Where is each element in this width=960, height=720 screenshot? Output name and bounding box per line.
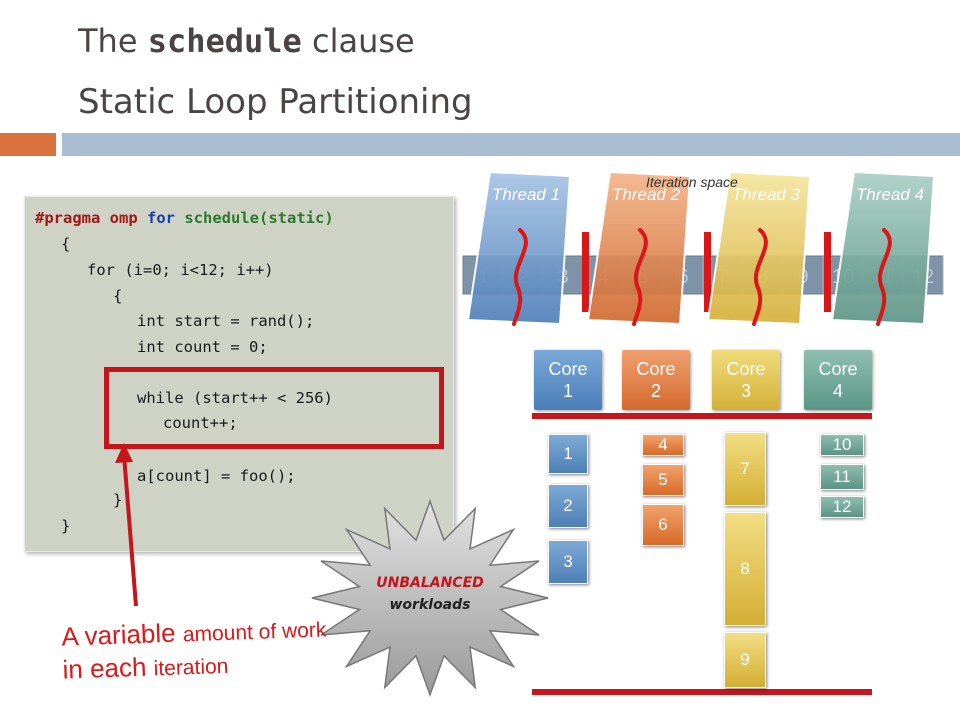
thread-label: Thread 2 [612,185,681,204]
thread-card-2: Thread 2 [586,170,692,326]
thread-label: Thread 1 [492,185,560,204]
schedule-keyword: schedule(static) [184,209,334,227]
arrow-shaft [122,454,138,607]
code-line: int count = 0; [137,338,268,356]
for-keyword: for [147,209,175,227]
task-9: 9 [724,632,766,688]
thread-label: Thread 3 [732,185,801,204]
while-loop-highlight [104,367,444,449]
caption-word: A variable [60,617,184,652]
task-11: 11 [820,464,864,490]
caption-word: amount of work [182,618,327,647]
code-line: count++; [163,414,238,432]
title-line-1: The schedule clause [78,22,415,60]
partition-marker [704,232,711,312]
core-number: 4 [832,381,843,401]
task-8: 8 [724,512,766,626]
core-label: Core [726,359,766,379]
arrow-head [115,443,133,463]
caption-word: in each [62,651,155,685]
code-line: int start = rand(); [137,312,315,330]
task-12: 12 [820,496,864,518]
task-1: 1 [548,434,588,474]
task-7: 7 [724,432,766,506]
core-label: Core [818,359,858,379]
core-label: Core [636,359,676,379]
core-number: 1 [562,381,573,401]
thread-card-4: Thread 4 [830,170,936,326]
thread-label: Thread 4 [856,185,924,204]
title-prefix: The [78,22,148,60]
burst-text: UNBALANCED workloads [360,572,500,616]
title-accent-bar [0,133,56,156]
partition-marker [582,232,589,312]
task-5: 5 [642,464,684,496]
title-suffix: clause [301,22,415,60]
core-number: 3 [740,381,751,401]
code-panel: #pragma omp for schedule(static) { for (… [24,196,454,552]
title-code-word: schedule [147,22,302,60]
core-label: Core [548,359,588,379]
thread-card-1: Thread 1 [466,170,572,326]
work-squiggle [752,228,768,326]
thread-card-3: Thread 3 [706,170,812,326]
thread-card-shape [706,170,812,326]
partition-marker [824,232,831,312]
thread-card-shape [586,170,692,326]
code-line: { [61,235,71,253]
code-line: } [113,491,123,509]
thread-card-shape [466,170,572,326]
thread-cards: Thread 1 Thread 2 Thread 3 Thread 4 [466,170,936,326]
task-10: 10 [820,434,864,456]
code-line: for (i=0; i<12; i++) [87,261,274,279]
burst-unbalanced: UNBALANCED [376,575,484,591]
task-4: 4 [642,434,684,456]
finish-line [532,689,872,695]
thread-card-shape [830,170,936,326]
title-line-2: Static Loop Partitioning [78,82,473,122]
code-line-pragma: #pragma omp for schedule(static) [35,209,334,227]
task-3: 3 [548,540,588,584]
caption-word: iteration [153,654,229,681]
task-2: 2 [548,484,588,528]
work-squiggle [512,228,528,326]
variable-work-caption: A variable amount of work in each iterat… [61,613,328,688]
title-rule-bar [62,133,960,156]
code-line: a[count] = foo(); [137,467,296,485]
cores-baseline [532,413,872,419]
work-squiggle [876,228,892,326]
core-number: 2 [650,381,661,401]
burst-workloads: workloads [389,597,471,613]
code-line: } [61,517,71,535]
code-line: { [113,287,123,305]
work-squiggle [632,228,648,326]
code-line: while (start++ < 256) [137,389,333,407]
unbalanced-burst [311,498,549,698]
iteration-space-label: Iteration space [646,174,738,190]
pragma-keyword: #pragma omp [35,209,138,227]
task-6: 6 [642,504,684,546]
